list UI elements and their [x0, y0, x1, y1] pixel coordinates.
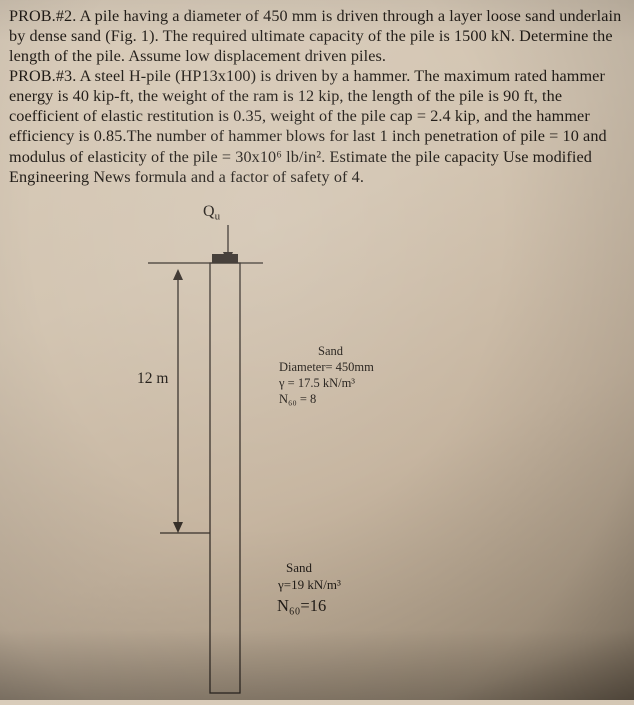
upper-layer-name: Sand: [318, 344, 344, 358]
problem-3-text: PROB.#3. A steel H-pile (HP13x100) is dr…: [9, 67, 607, 186]
problem-statements: PROB.#2. A pile having a diameter of 450…: [9, 6, 627, 187]
lower-layer-n60: N₆₀=16: [277, 596, 326, 615]
depth-label: 12 m: [137, 370, 168, 387]
upper-layer-n60: N₆₀ = 8: [279, 392, 316, 406]
load-label: Qu: [203, 203, 221, 223]
soil-label-lower: Sand γ=19 kN/m³ N₆₀=16: [277, 560, 341, 615]
soil-label-upper: Sand Diameter= 450mm γ = 17.5 kN/m³ N₆₀ …: [278, 344, 374, 406]
pile-cap: [212, 254, 238, 263]
lower-layer-name: Sand: [286, 560, 313, 575]
upper-layer-diameter: Diameter= 450mm: [279, 360, 374, 374]
problem-2-text: PROB.#2. A pile having a diameter of 450…: [9, 7, 622, 66]
lower-layer-unit-weight: γ=19 kN/m³: [277, 577, 341, 592]
dimension-line: [173, 269, 183, 533]
pile-figure-svg: Qu 12 m Sand Diameter= 450mm γ = 17.5 kN…: [137, 203, 374, 694]
upper-layer-unit-weight: γ = 17.5 kN/m³: [278, 376, 355, 390]
pile-outline: [209, 262, 241, 694]
pile-figure: Qu 12 m Sand Diameter= 450mm γ = 17.5 kN…: [0, 195, 634, 705]
